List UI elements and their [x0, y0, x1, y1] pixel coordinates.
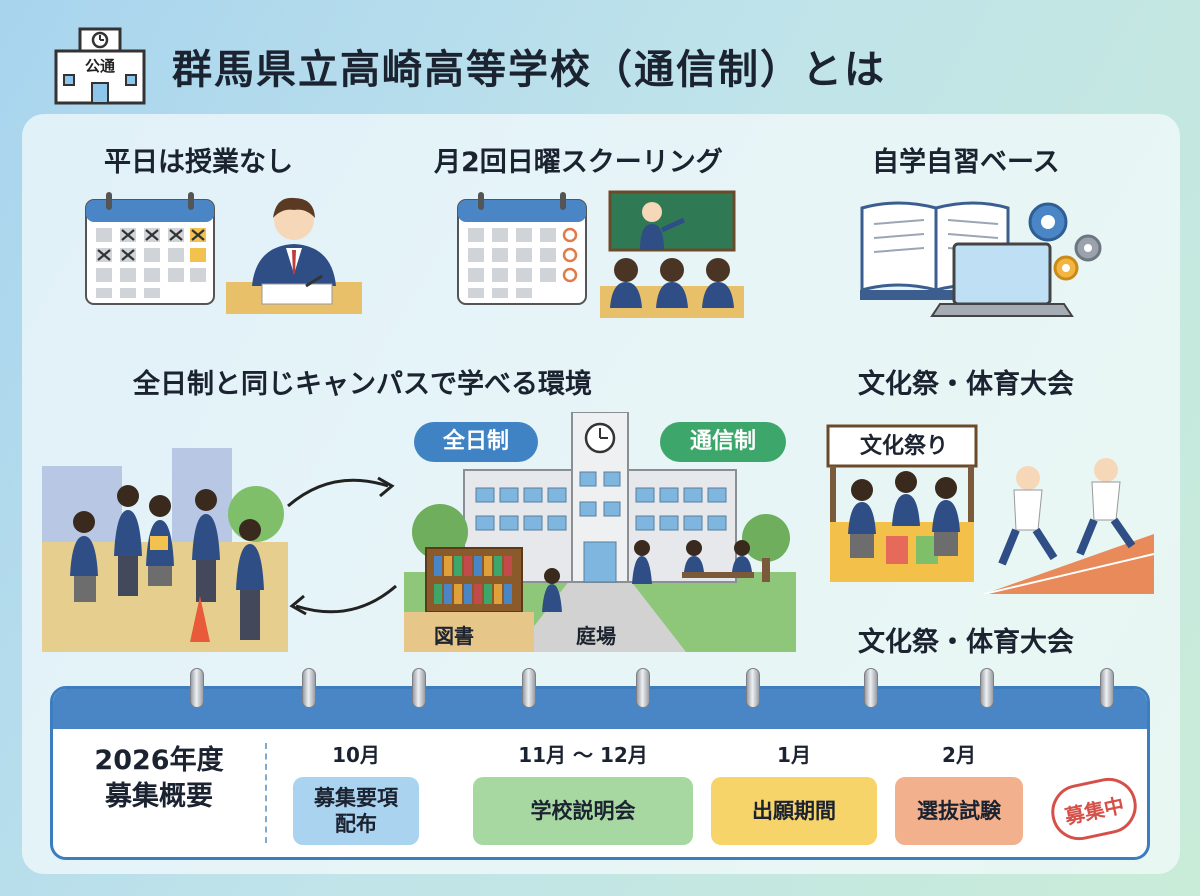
binder-ring	[980, 668, 994, 708]
exchange-arrows-icon	[287, 476, 397, 616]
header: 公通 群馬県立高崎高等学校（通信制）とは	[50, 26, 886, 106]
calendar-header-bar	[53, 689, 1147, 729]
binder-ring	[412, 668, 426, 708]
binder-ring	[864, 668, 878, 708]
step-guidelines: 募集要項 配布	[293, 777, 419, 845]
festival-banner: 文化祭り	[859, 434, 948, 459]
binder-ring	[522, 668, 536, 708]
schedule-divider	[265, 743, 267, 843]
festival-stall-illustration	[826, 424, 978, 582]
library-label: 図書	[434, 624, 474, 648]
heading-selfstudy: 自学自習ベース	[872, 147, 1060, 178]
binder-ring	[636, 668, 650, 708]
school-building-icon: 公通	[54, 27, 146, 105]
month-label-nov-dec: 11月 〜 12月	[518, 743, 648, 767]
sports-day-runners-illustration	[984, 458, 1154, 594]
binder-ring	[746, 668, 760, 708]
heading-events-bottom: 文化祭・体育大会	[858, 627, 1074, 658]
heading-schooling: 月2回日曜スクーリング	[434, 147, 723, 178]
correspondence-pill: 通信制	[660, 422, 786, 462]
month-label-jan: 1月	[777, 743, 811, 767]
heading-campus: 全日制と同じキャンパスで学べる環境	[133, 369, 592, 400]
book-laptop-illustration	[860, 201, 1102, 317]
step-selection-exam: 選抜試験	[895, 777, 1023, 845]
classroom-illustration	[600, 190, 744, 318]
heading-weekday: 平日は授業なし	[104, 147, 293, 178]
page-title: 群馬県立高崎高等学校（通信制）とは	[172, 47, 886, 93]
binder-ring	[302, 668, 316, 708]
binder-ring	[190, 668, 204, 708]
step-application-period: 出願期間	[711, 777, 877, 845]
weekday-calendar-icon	[85, 192, 215, 305]
heading-events-top: 文化祭・体育大会	[858, 369, 1074, 400]
binder-ring	[1100, 668, 1114, 708]
students-group-illustration	[42, 448, 288, 652]
step-info-session: 学校説明会	[473, 777, 693, 845]
recruiting-stamp: 募集中	[1046, 772, 1142, 846]
recruitment-schedule-calendar: 2026年度 募集概要 10月 11月 〜 12月 1月 2月 募集要項 配布 …	[50, 686, 1150, 860]
schooling-calendar-icon	[457, 192, 587, 305]
fulltime-pill: 全日制	[414, 422, 538, 462]
studying-student-illustration	[226, 197, 362, 314]
month-label-feb: 2月	[942, 743, 976, 767]
campus-building-illustration	[404, 412, 796, 652]
month-label-oct: 10月	[332, 743, 380, 767]
school-icon-text: 公通	[85, 57, 115, 75]
courtyard-label: 庭場	[576, 624, 616, 648]
schedule-title: 2026年度 募集概要	[94, 745, 224, 812]
